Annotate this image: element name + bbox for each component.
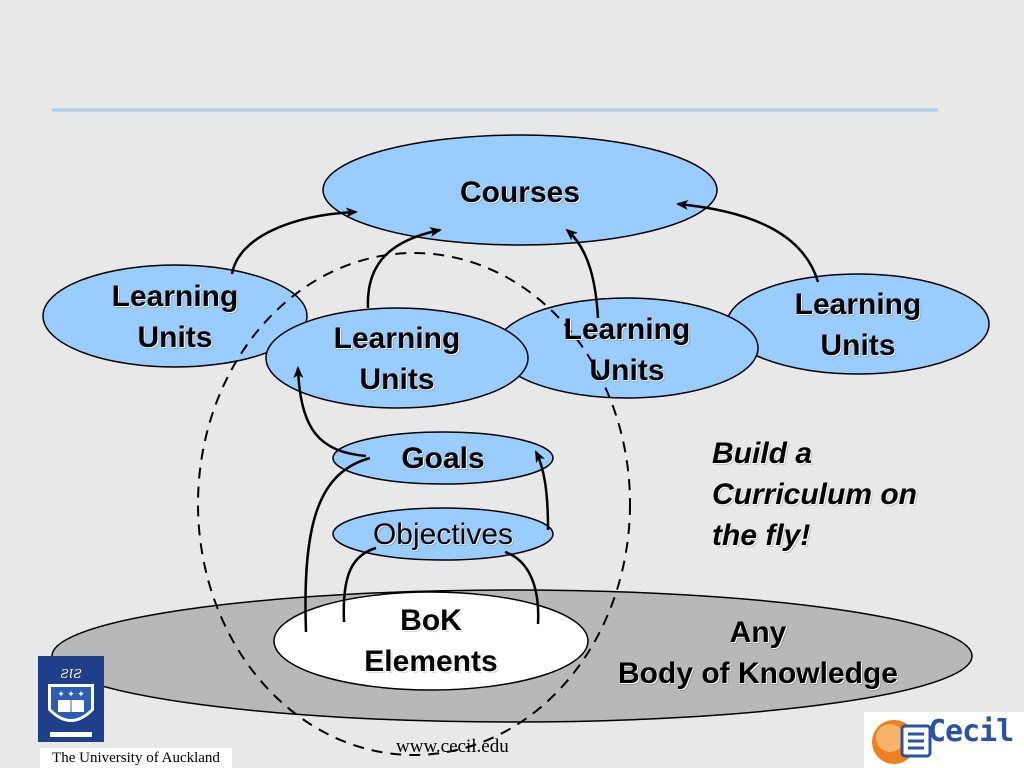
learning-units-midleft-line1: Learning: [333, 322, 461, 355]
arrow-lu-left-to-courses: [230, 207, 358, 275]
callout-line2: Curriculum on: [712, 478, 918, 511]
curriculum-dashed-circle: [197, 252, 631, 756]
learning-units-midleft-line2: Units: [359, 363, 435, 396]
learning-units-right-line2: Units: [820, 329, 896, 362]
arrow-objectives-to-goals: [534, 450, 550, 531]
callout-line3: the fly!: [712, 519, 811, 552]
university-crest-icon: ƧƖƧ ✦ ✦ ✦: [38, 656, 104, 742]
body-of-knowledge-label: Any Body of Knowledge: [588, 612, 928, 694]
goals-ellipse: [332, 431, 554, 485]
bok-elements-line1: BoK: [400, 604, 462, 637]
objectives-ellipse: [332, 507, 554, 561]
bok-elements-label: BoK Elements: [311, 600, 551, 682]
arrow-lu-midright-to-courses: [565, 228, 600, 319]
university-name: The University of Auckland: [40, 748, 232, 768]
body-of-knowledge-line1: Any: [729, 616, 787, 649]
body-of-knowledge-line2: Body of Knowledge: [618, 657, 898, 690]
learning-units-right-label: Learning Units: [738, 284, 978, 366]
arrow-bok-to-objectives-left: [342, 546, 377, 623]
courses-label: Courses: [459, 176, 581, 209]
bok-elements-line2: Elements: [364, 645, 498, 678]
arrow-bok-to-goals: [304, 456, 371, 633]
learning-units-left-ellipse: [42, 264, 308, 368]
arrow-lu-right-to-courses: [676, 199, 820, 283]
bok-elements-ellipse: [273, 591, 589, 691]
footer-url[interactable]: www.cecil.edu: [396, 736, 509, 757]
learning-units-midright-line1: Learning: [563, 313, 691, 346]
objectives-label: Objectives: [372, 518, 514, 551]
arrow-goals-to-lu-midleft: [293, 366, 367, 458]
learning-units-midleft-ellipse: [265, 307, 529, 409]
learning-units-midleft-label: Learning Units: [277, 318, 517, 400]
arrow-lu-midleft-to-courses: [366, 227, 442, 309]
svg-text:ƧƖƧ: ƧƖƧ: [60, 667, 81, 681]
cecil-logo-text: Cecil: [928, 714, 1014, 749]
build-curriculum-callout: Build a Curriculum on the fly!: [712, 433, 992, 556]
cecil-logo-icon: [864, 712, 1024, 768]
learning-units-left-line1: Learning: [111, 280, 239, 313]
learning-units-left-line2: Units: [137, 321, 213, 354]
courses-ellipse: [322, 134, 718, 246]
learning-units-right-line1: Learning: [794, 288, 922, 321]
learning-units-midright-label: Learning Units: [507, 309, 747, 391]
svg-text:✦ ✦ ✦: ✦ ✦ ✦: [57, 689, 85, 699]
arrow-bok-to-objectives-right: [504, 550, 540, 625]
learning-units-left-label: Learning Units: [55, 276, 295, 358]
callout-line1: Build a: [712, 437, 813, 470]
goals-label: Goals: [401, 442, 485, 475]
learning-units-midright-line2: Units: [589, 354, 665, 387]
